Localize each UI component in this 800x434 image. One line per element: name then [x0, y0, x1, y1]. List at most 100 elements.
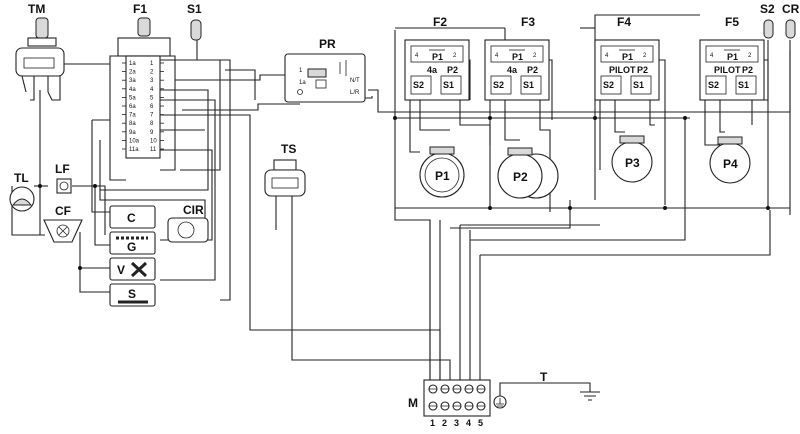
valve-mid-label: PILOT	[714, 65, 741, 75]
burner-p1: P1	[419, 146, 465, 198]
valve-pin-2: 2	[748, 53, 752, 59]
f1-right-pin: 4	[150, 87, 154, 93]
pr-pin-1a: 1a	[299, 80, 306, 86]
cr-sensor-component: CR	[782, 2, 800, 39]
lf-lamp-component: LF	[55, 162, 72, 194]
burner-group: P1 P2 P3 P4	[419, 135, 751, 199]
burner-label: P4	[723, 157, 738, 171]
f1-right-pin: 2	[150, 70, 154, 76]
valve-mid-label: 4a	[507, 65, 518, 75]
valve-pin-2: 2	[643, 53, 647, 59]
valve-p1-label: P1	[432, 52, 443, 62]
symbol-v: V	[117, 263, 125, 277]
tm-thermostat-component: TM	[15, 2, 65, 96]
burner-p2: P2	[497, 147, 559, 199]
pr-pin-1: 1	[299, 68, 303, 74]
s1-sensor-component: S1	[187, 2, 202, 41]
valve-s1-label: S1	[738, 80, 749, 90]
terminal-number: 4	[466, 418, 471, 428]
cir-label: CIR	[183, 203, 204, 217]
ts-label: TS	[281, 142, 296, 156]
burner-p3: P3	[611, 135, 653, 183]
valve-s2-label: S2	[603, 80, 614, 90]
valve-pin-4: 4	[415, 53, 419, 59]
f1-right-pin: 9	[150, 130, 154, 136]
valve-pin-4: 4	[605, 53, 609, 59]
symbol-s: S	[128, 287, 136, 301]
valve-s2-label: S2	[493, 80, 504, 90]
f1-left-pin: 8a	[129, 121, 136, 127]
valve-s2-label: S2	[413, 80, 424, 90]
valve-pin-2: 2	[533, 53, 537, 59]
f1-left-pin: 11a	[129, 147, 139, 153]
valve-pin-4: 4	[495, 53, 499, 59]
tl-component: TL	[9, 171, 35, 212]
valve-p1-label: P1	[727, 52, 738, 62]
burner-label: P2	[513, 170, 528, 184]
pr-pin-nt: N/T	[350, 78, 360, 84]
f1-left-pin: 2a	[129, 70, 136, 76]
valve-p1-label: P1	[622, 52, 633, 62]
valve-p1-label: P1	[512, 52, 523, 62]
junction-dots	[38, 116, 770, 270]
valve-s1-label: S1	[633, 80, 644, 90]
f1-right-pin: 6	[150, 104, 154, 110]
f1-left-pin: 4a	[129, 87, 136, 93]
valve-p2-label: P2	[637, 65, 648, 75]
f1-right-pin: 7	[150, 113, 154, 119]
burner-label: P1	[435, 169, 450, 183]
cf-label: CF	[55, 204, 71, 218]
valve-p2-label: P2	[447, 65, 458, 75]
f1-right-pin: 1	[150, 61, 154, 67]
f1-right-pin: 11	[150, 147, 157, 153]
f2-label: F2	[433, 15, 447, 29]
lf-label: LF	[55, 162, 70, 176]
valve-p2-label: P2	[527, 65, 538, 75]
valve-mid-label: PILOT	[609, 65, 636, 75]
t-label: T	[540, 370, 548, 384]
burner-label: P3	[625, 156, 640, 170]
f5-label: F5	[725, 15, 739, 29]
symbol-panel: C G V S	[109, 205, 156, 307]
f1-left-pin: 7a	[129, 113, 136, 119]
cir-component: CIR	[167, 203, 209, 243]
f1-right-pin: 3	[150, 78, 154, 84]
burner-p4: P4	[709, 136, 751, 184]
f1-left-pin: 10a	[129, 138, 140, 144]
wires	[11, 14, 791, 398]
terminal-number: 5	[478, 418, 483, 428]
f1-right-pin: 10	[150, 138, 157, 144]
valve-p2-label: P2	[742, 65, 753, 75]
valve-s1-label: S1	[443, 80, 454, 90]
f1-left-pin: 3a	[129, 78, 136, 84]
f3-label: F3	[521, 15, 535, 29]
terminal-number: 1	[430, 418, 435, 428]
cf-fan-component: CF	[43, 204, 83, 243]
terminal-number: 3	[454, 418, 459, 428]
tl-label: TL	[14, 171, 29, 185]
terminal-number: 2	[442, 418, 447, 428]
pr-pin-lr: L/R	[350, 90, 360, 96]
m-label: M	[408, 396, 418, 410]
f1-right-pin: 8	[150, 121, 154, 127]
f1-left-pin: 1a	[129, 61, 136, 67]
valve-pin-4: 4	[710, 53, 714, 59]
f1-left-pin: 6a	[129, 104, 136, 110]
valve-pin-2: 2	[453, 53, 457, 59]
f1-label: F1	[133, 2, 147, 16]
pr-component: PR 1 1a N/T L/R	[284, 37, 366, 103]
earth-component: T	[493, 370, 600, 409]
valve-s2-label: S2	[708, 80, 719, 90]
valve-s1-label: S1	[523, 80, 534, 90]
